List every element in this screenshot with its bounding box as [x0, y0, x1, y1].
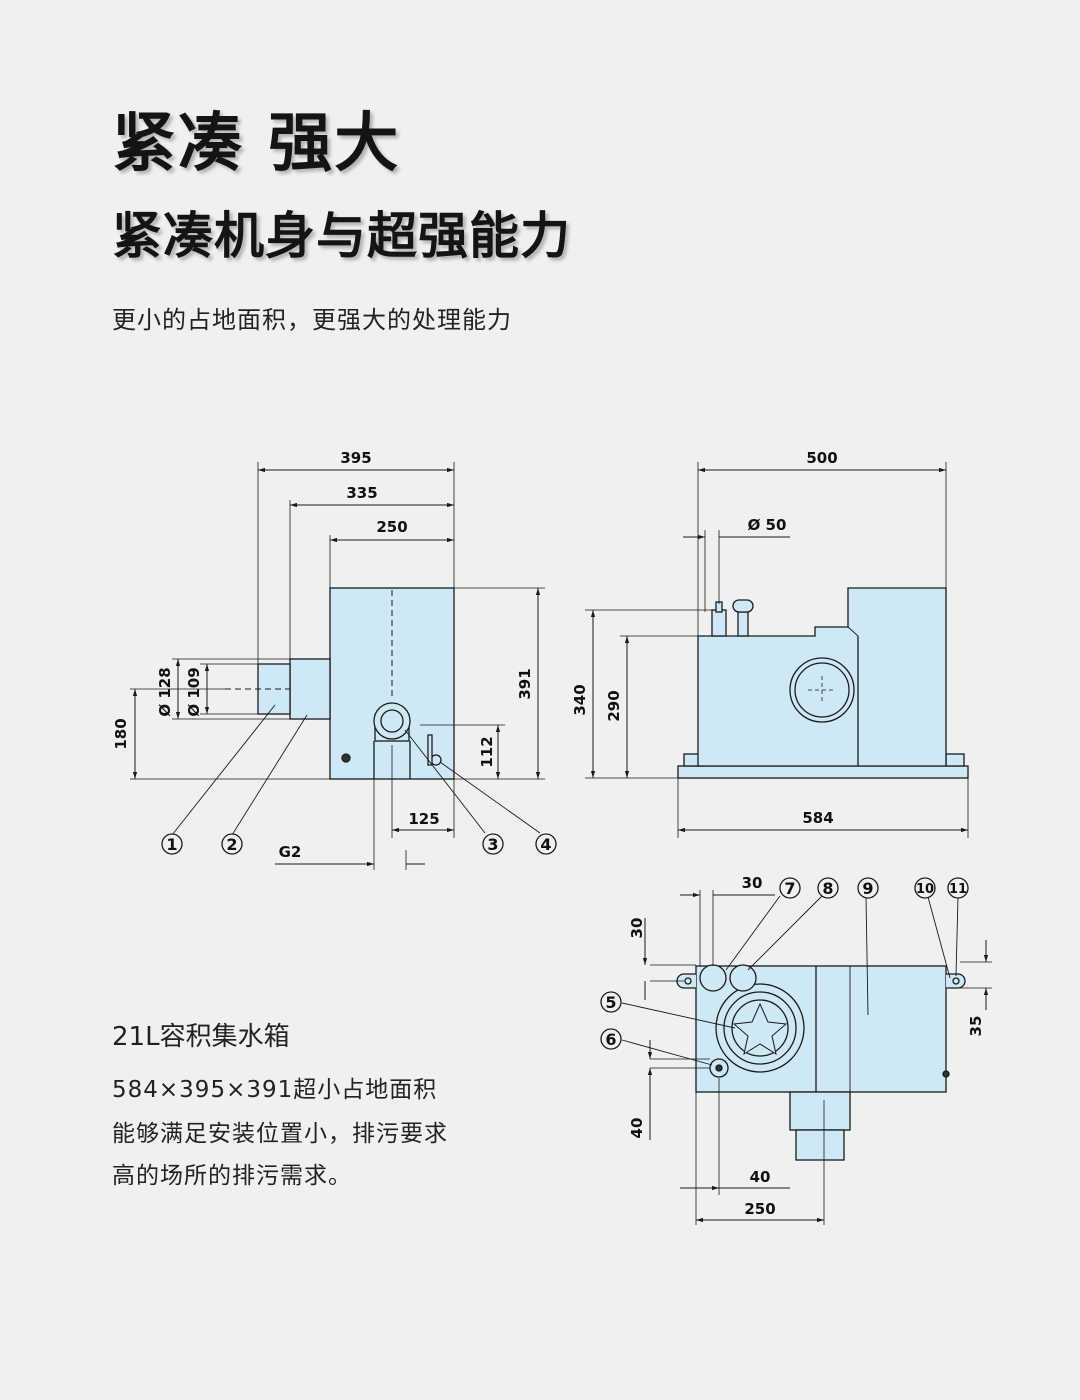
tagline: 更小的占地面积，更强大的处理能力	[112, 306, 512, 334]
dim-112: 112	[478, 736, 496, 767]
dim-d128: Ø 128	[156, 667, 174, 716]
callout-6: 6	[605, 1030, 616, 1049]
side-view-drawing	[130, 462, 557, 870]
caption-line-2: 能够满足安装位置小，排污要求	[112, 1121, 448, 1147]
caption-line-3: 高的场所的排污需求。	[112, 1163, 352, 1189]
callout-2: 2	[226, 835, 237, 854]
dim-290: 290	[605, 690, 623, 721]
caption-title: 21L容积集水箱	[112, 1022, 290, 1052]
dim-d109: Ø 109	[185, 667, 203, 716]
dim-30-horizontal: 30	[742, 874, 763, 892]
front-view-drawing	[585, 462, 969, 838]
callout-5: 5	[605, 993, 616, 1012]
callout-1: 1	[166, 835, 177, 854]
dim-391: 391	[516, 668, 534, 699]
dim-335: 335	[346, 484, 377, 502]
dim-250-top: 250	[744, 1200, 775, 1218]
dim-d50: Ø 50	[748, 516, 787, 534]
page-title: 紧凑 强大	[112, 107, 401, 181]
dim-395: 395	[340, 449, 371, 467]
callout-11: 11	[949, 882, 967, 897]
dim-35: 35	[967, 1016, 985, 1037]
dim-340: 340	[571, 684, 589, 715]
callout-10: 10	[916, 882, 934, 897]
callout-7: 7	[784, 879, 795, 898]
dim-125: 125	[408, 810, 439, 828]
caption-line-1: 584×395×391超小占地面积	[112, 1077, 438, 1103]
callout-3: 3	[487, 835, 498, 854]
callout-8: 8	[822, 879, 833, 898]
dim-30-vertical: 30	[628, 918, 646, 939]
side-view-labels: 395 335 250 391 180 Ø 128 Ø 109 112 125 …	[112, 449, 552, 861]
callout-9: 9	[862, 879, 873, 898]
dim-40-vertical: 40	[628, 1118, 646, 1139]
dim-g2: G2	[279, 843, 302, 861]
dim-584: 584	[802, 809, 833, 827]
dim-40-horizontal: 40	[750, 1168, 771, 1186]
page-subtitle: 紧凑机身与超强能力	[112, 207, 571, 265]
top-view-labels: 30 30 35 40 40 250 5 6 7 8 9 10 11	[605, 874, 985, 1218]
dim-500: 500	[806, 449, 837, 467]
callout-4: 4	[540, 835, 551, 854]
dim-180: 180	[112, 718, 130, 749]
dim-250: 250	[376, 518, 407, 536]
top-view-drawing	[600, 877, 992, 1225]
front-view-labels: 500 Ø 50 340 290 584	[571, 449, 838, 827]
